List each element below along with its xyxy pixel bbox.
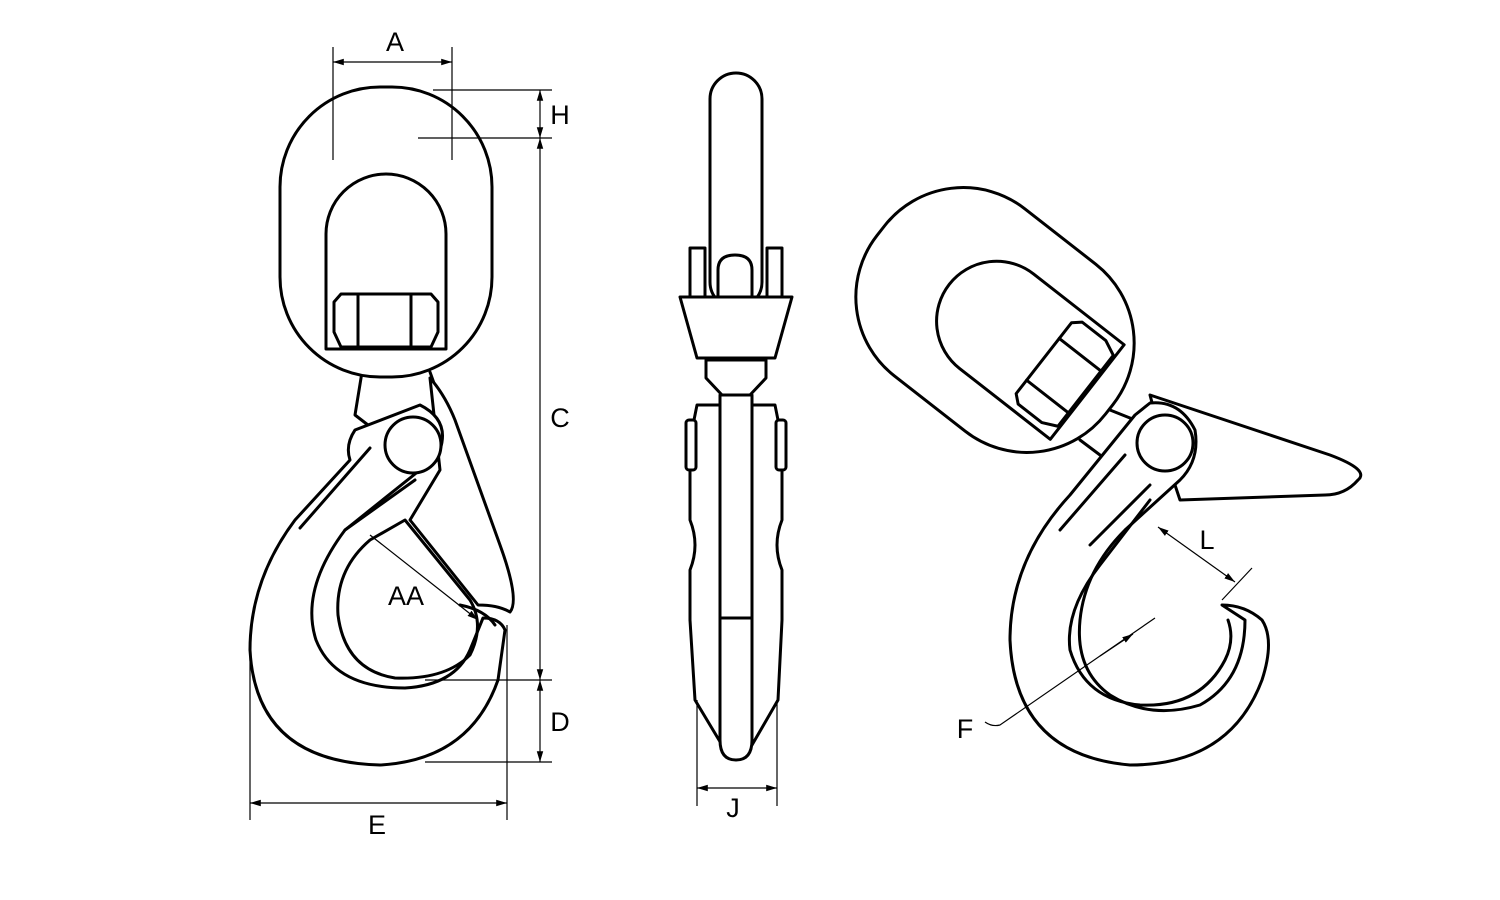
side-view (678, 71, 794, 762)
dim-label-d: D (550, 707, 570, 737)
dim-label-h: H (550, 100, 570, 130)
dim-label-e: E (368, 810, 386, 840)
swivel-collar (678, 295, 794, 360)
dim-label-aa: AA (388, 581, 424, 611)
hook-body (248, 403, 507, 767)
dim-label-a: A (386, 27, 404, 57)
dim-label-c: C (550, 403, 570, 433)
hook-opening-open (1067, 498, 1233, 707)
open-dimensions: L F (957, 525, 1253, 744)
front-view (248, 85, 515, 767)
front-dimensions: A H C D E AA (249, 27, 570, 840)
hook-body-open (1008, 401, 1270, 767)
swivel-eye (278, 85, 494, 379)
open-view (813, 145, 1363, 767)
dim-label-f: F (957, 714, 974, 744)
dim-label-l: L (1199, 525, 1214, 555)
hook-opening (336, 518, 479, 680)
dim-label-j: J (726, 793, 740, 823)
latch (408, 376, 515, 614)
side-dimensions: J (696, 700, 778, 823)
pivot-pin-open (1135, 413, 1195, 473)
pivot-pin (383, 415, 443, 475)
latch-open (1148, 393, 1363, 502)
